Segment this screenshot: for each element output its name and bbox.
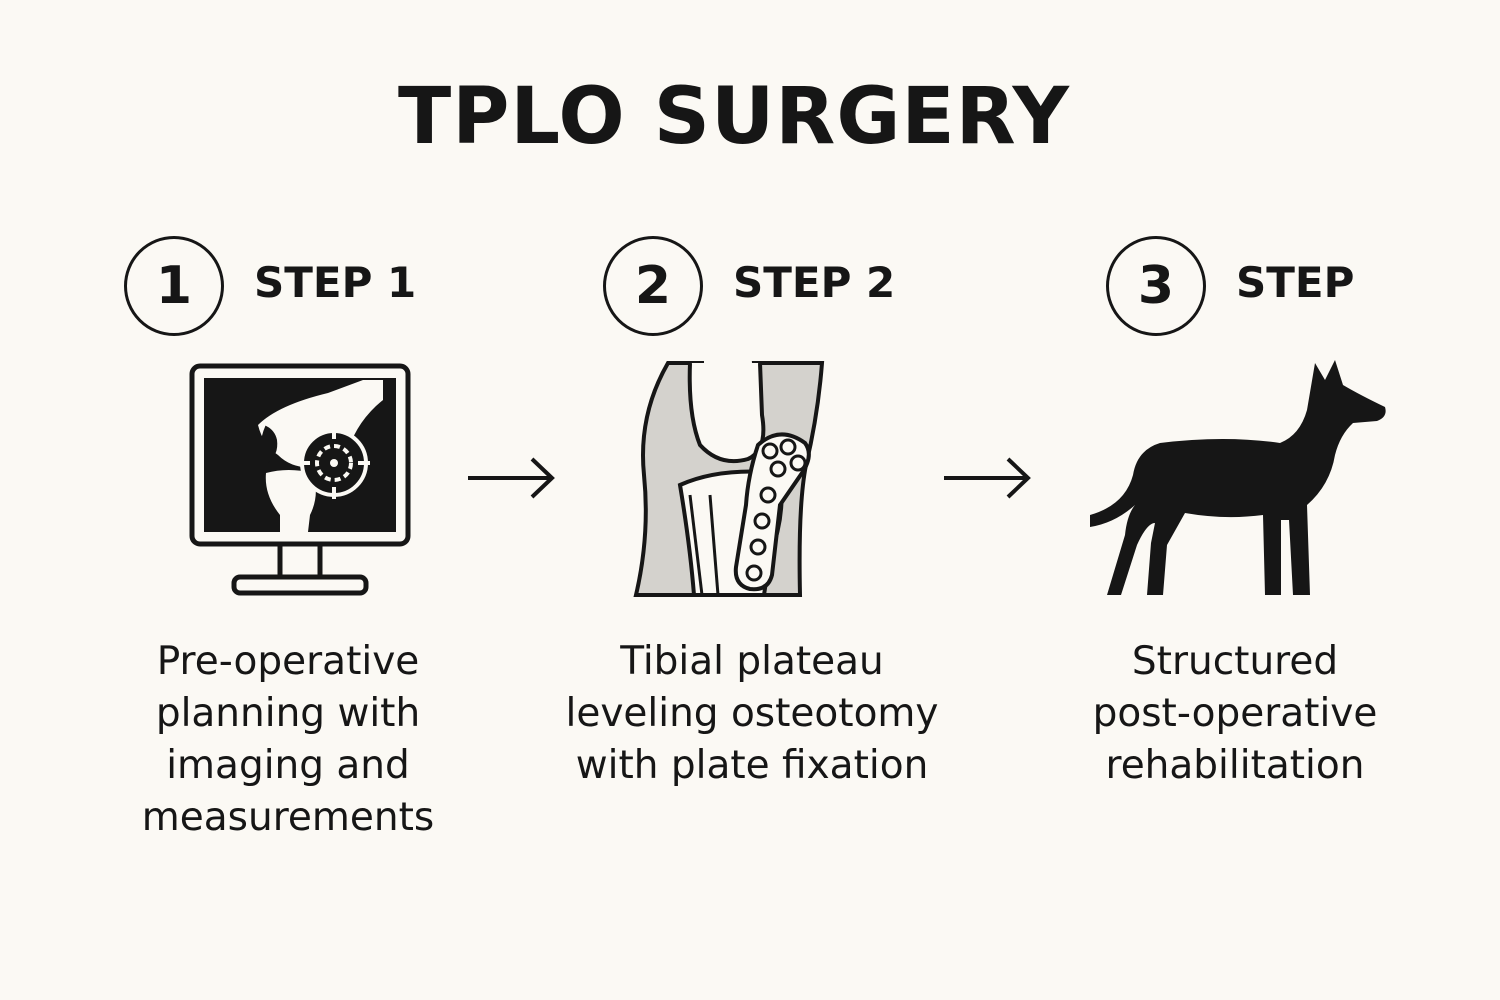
- desc-line: Structured: [1131, 639, 1339, 684]
- xray-monitor-icon: [189, 363, 411, 596]
- desc-line: imaging and: [166, 743, 410, 788]
- step-2-label: STEP 2: [733, 258, 896, 307]
- arrow-right-icon: [944, 457, 1031, 499]
- step-2-number: 2: [603, 236, 703, 336]
- step-2-description: Tibial plateau leveling osteotomy with p…: [562, 636, 942, 792]
- desc-line: rehabilitation: [1105, 743, 1365, 788]
- desc-line: with plate fixation: [575, 743, 929, 788]
- desc-line: Tibial plateau: [620, 639, 884, 684]
- page-title: TPLO SURGERY: [398, 72, 1070, 162]
- step-3-header: 3 STEP: [1106, 236, 1426, 336]
- desc-line: measurements: [141, 795, 435, 840]
- step-1-description: Pre-operative planning with imaging and …: [98, 636, 478, 844]
- desc-line: Pre-operative: [156, 639, 420, 684]
- step-3-description: Structured post-operative rehabilitation: [1045, 636, 1425, 792]
- arrow-right-icon: [468, 457, 555, 499]
- step-1-header: 1 STEP 1: [124, 236, 444, 336]
- step-3-label: STEP: [1236, 258, 1355, 307]
- step-3-number: 3: [1106, 236, 1206, 336]
- dog-icon: [1090, 360, 1386, 595]
- step-2-header: 2 STEP 2: [603, 236, 923, 336]
- desc-line: post-operative: [1092, 691, 1378, 736]
- step-1-number: 1: [124, 236, 224, 336]
- desc-line: planning with: [155, 691, 421, 736]
- step-1-label: STEP 1: [254, 258, 417, 307]
- knee-plate-icon: [633, 361, 825, 597]
- desc-line: leveling osteotomy: [565, 691, 939, 736]
